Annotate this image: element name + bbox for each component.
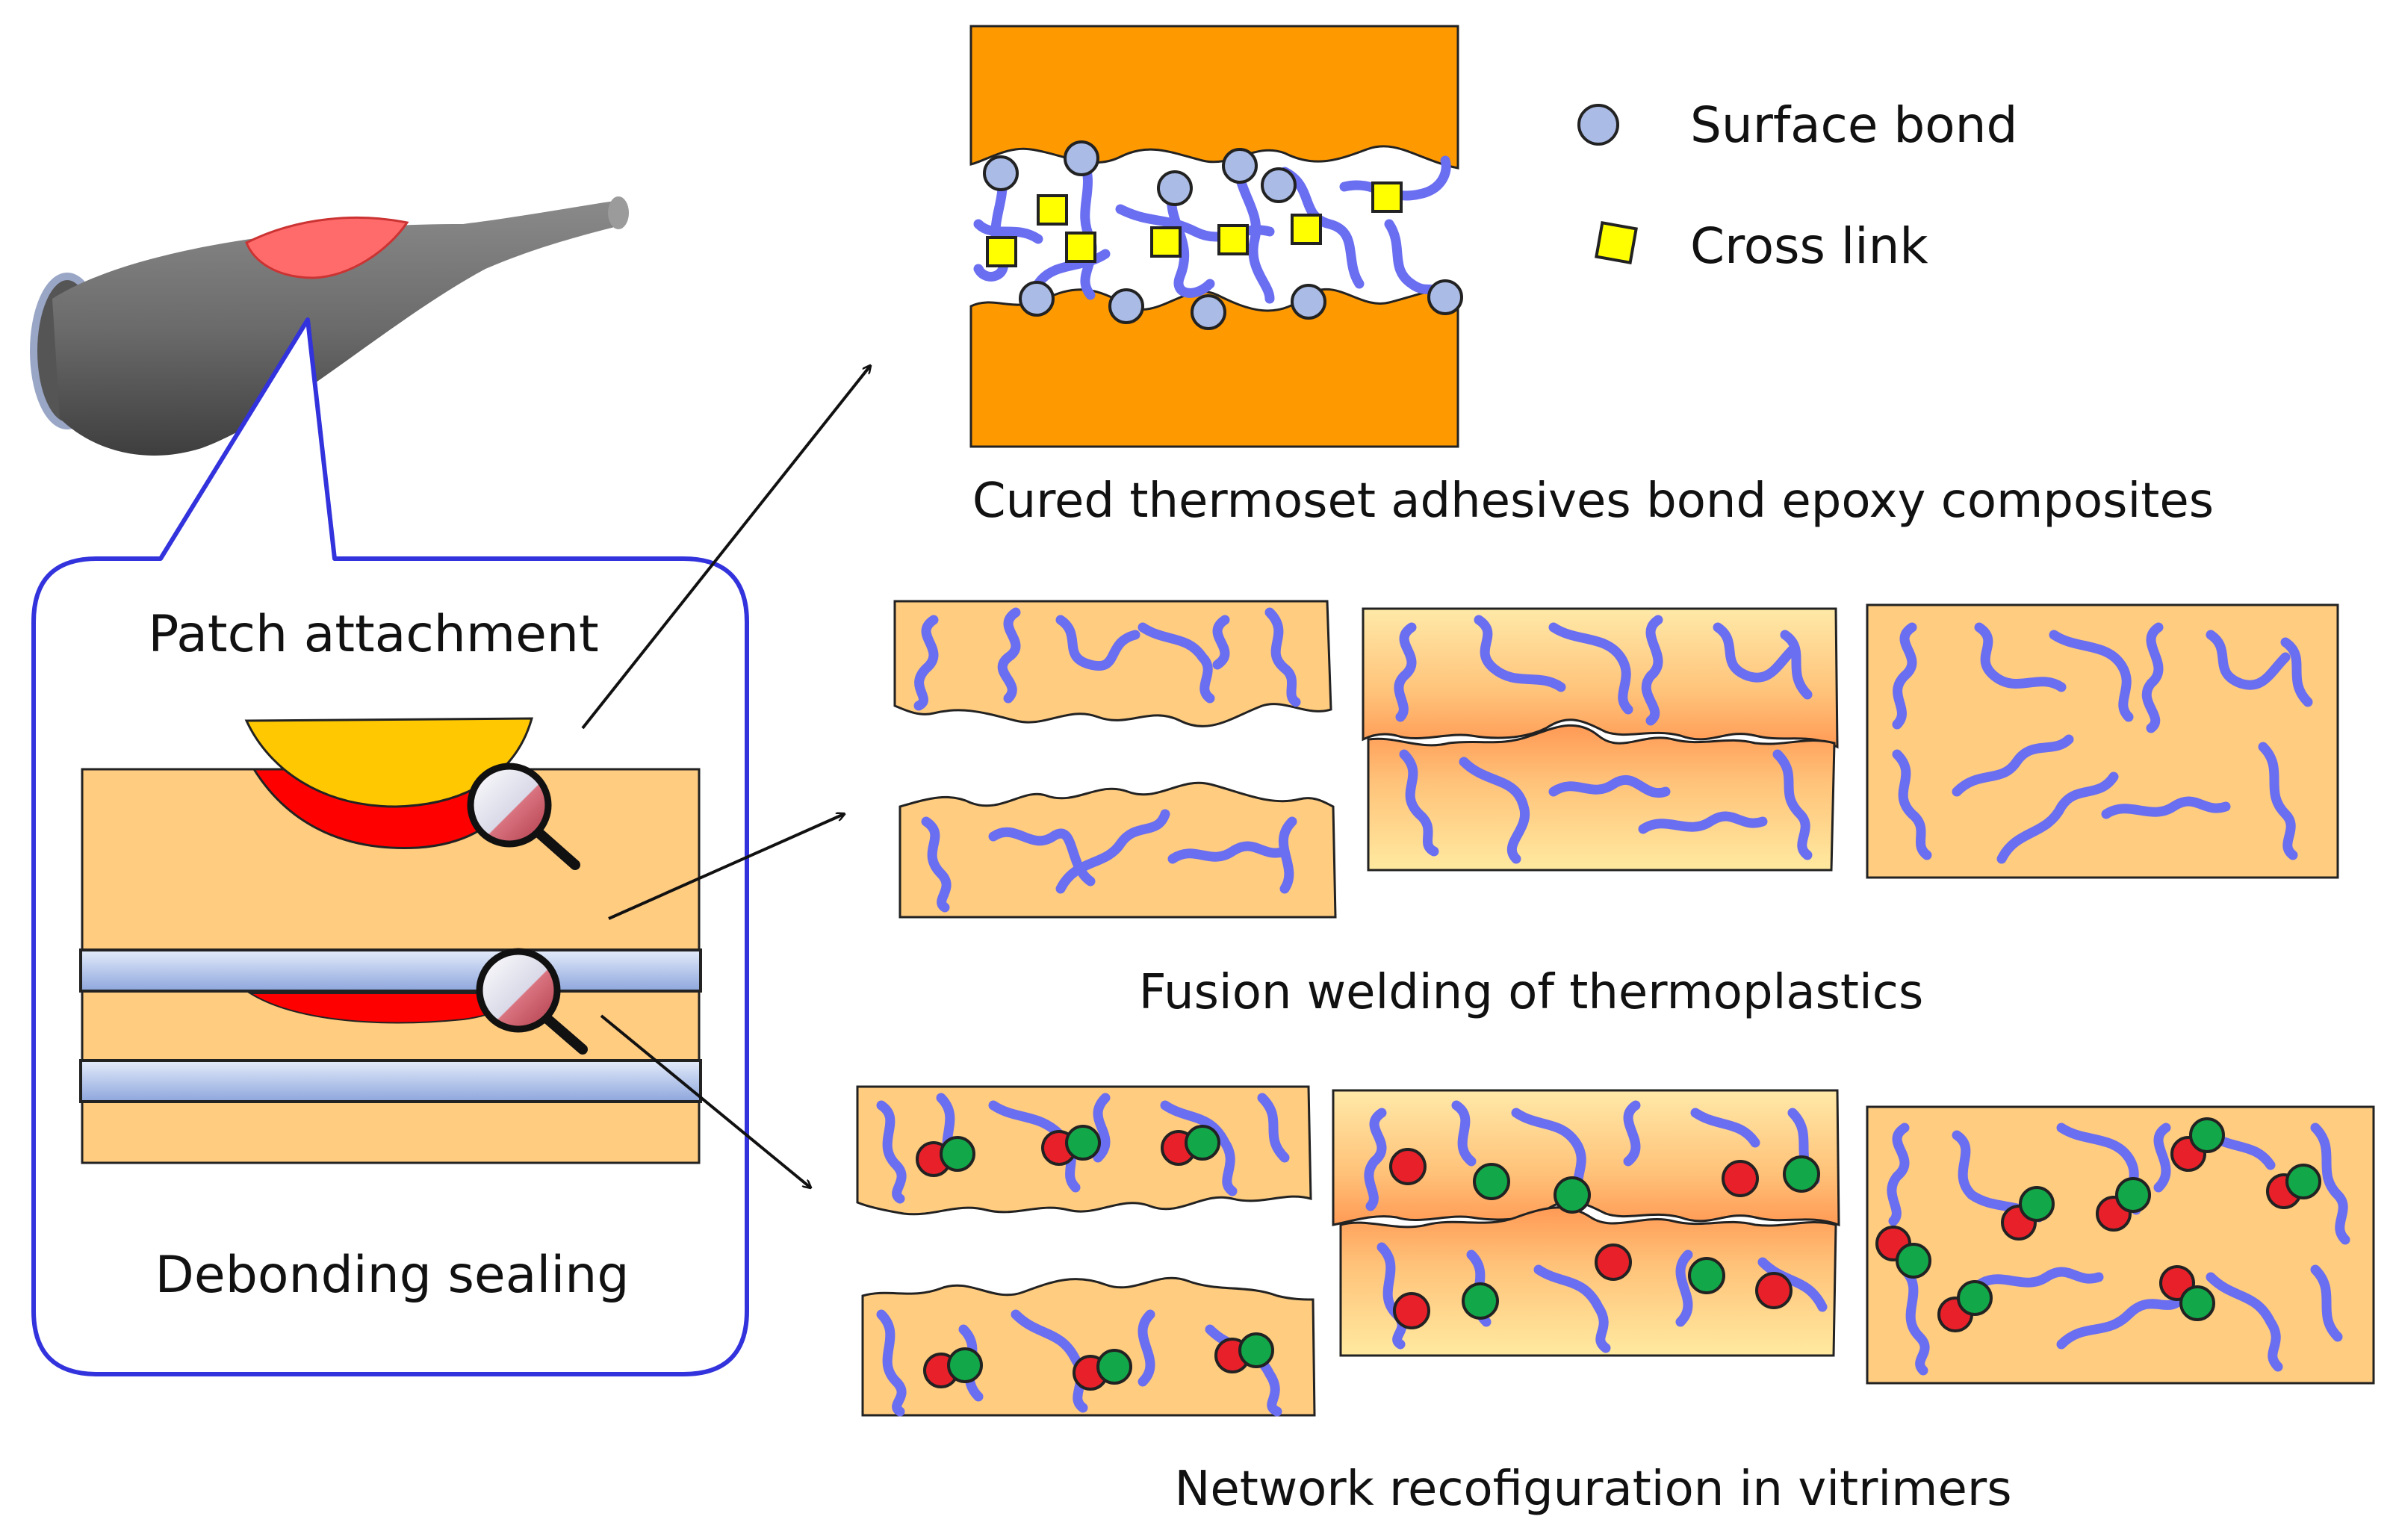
thermoset-panel — [969, 25, 1463, 448]
sealing-channel-lower — [79, 1059, 702, 1103]
vitrimer-reconfigured — [1866, 1105, 2375, 1385]
epoxy-chains — [973, 152, 1451, 304]
arrow-to-vitrimer — [600, 1014, 810, 1187]
cross-link-icon — [1595, 221, 1638, 264]
sealing-channel-upper — [79, 948, 702, 993]
thermoplastic-separated — [893, 600, 1337, 919]
patch-callout: Patch attachment Debonding sealing — [31, 317, 749, 1376]
upper-adherend — [969, 25, 1459, 170]
magnifier-icon — [476, 948, 588, 1055]
dynamic-bond-icon — [916, 1125, 1274, 1391]
vitrimer-caption: Network recofiguration in vitrimers — [1174, 1462, 2011, 1517]
cross-link-icon — [986, 181, 1403, 267]
fusion-caption: Fusion welding of thermoplastics — [1139, 965, 1924, 1020]
thermoplastic-heated — [1362, 607, 1839, 872]
thermoset-caption: Cured thermoset adhesives bond epoxy com… — [972, 474, 2214, 529]
magnifier-icon — [467, 763, 580, 870]
dynamic-bond-icon — [1875, 1117, 2321, 1332]
legend-cross-link: Cross link — [1690, 217, 1928, 275]
legend: Surface bond Cross link — [1577, 96, 2017, 275]
arrow-to-thermoset — [581, 366, 870, 730]
patch-attachment-label: Patch attachment — [148, 605, 598, 664]
wind-turbine-blade-icon — [30, 196, 629, 456]
thermoplastic-welded — [1866, 603, 2339, 879]
legend-surface-bond: Surface bond — [1690, 96, 2017, 154]
surface-bond-icon — [1577, 104, 1619, 146]
dynamic-bond-icon — [1389, 1148, 1820, 1329]
arrow-to-thermoplastic — [608, 814, 844, 920]
repair-patch — [244, 717, 533, 808]
surface-bond-icon — [983, 140, 1463, 330]
vitrimer-heated — [1332, 1089, 1840, 1357]
blade-patch-icon — [245, 216, 409, 279]
vitrimer-separated — [856, 1085, 1316, 1417]
debonding-sealing-label: Debonding sealing — [155, 1246, 630, 1305]
